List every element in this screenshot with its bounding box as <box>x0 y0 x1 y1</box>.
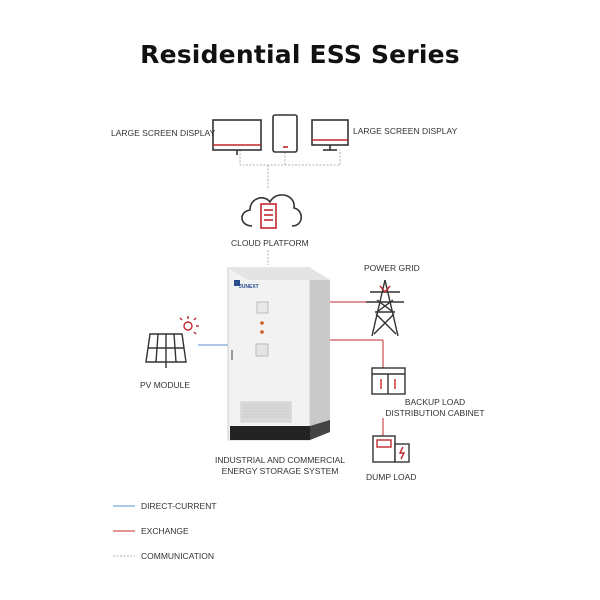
pv-module-label: PV MODULE <box>140 380 191 390</box>
desktop-icon <box>311 119 349 151</box>
ess-label-line1: INDUSTRIAL AND COMMERCIAL <box>214 455 346 465</box>
solar-panel-icon <box>145 316 199 368</box>
backup-label-line1: BACKUP LOAD <box>404 397 466 407</box>
legend-exchange-label: EXCHANGE <box>141 526 189 536</box>
ess-label-line2: ENERGY STORAGE SYSTEM <box>221 466 339 476</box>
brand-logo-text: JUNEXT <box>239 284 259 290</box>
power-tower-icon <box>366 279 404 337</box>
ess-cabinet-icon <box>227 267 330 441</box>
left-display-label: LARGE SCREEN DISPLAY <box>111 128 216 138</box>
legend-dc-label: DIRECT-CURRENT <box>141 501 217 511</box>
dump-load-label: DUMP LOAD <box>366 472 417 482</box>
cloud-server-icon <box>241 194 303 229</box>
tablet-icon <box>272 114 298 153</box>
backup-label-line2: DISTRIBUTION CABINET <box>385 408 485 418</box>
distribution-cabinet-icon <box>371 367 406 395</box>
monitor-icon <box>212 119 262 155</box>
power-grid-label: POWER GRID <box>364 263 420 273</box>
backup-load-label: BACKUP LOAD DISTRIBUTION CABINET <box>380 397 490 419</box>
communication-lines <box>239 150 341 265</box>
legend-communication-label: COMMUNICATION <box>141 551 215 561</box>
exchange-lines <box>330 301 384 436</box>
cloud-platform-label: CLOUD PLATFORM <box>231 238 309 248</box>
right-display-label: LARGE SCREEN DISPLAY <box>353 126 458 136</box>
ess-label: INDUSTRIAL AND COMMERCIAL ENERGY STORAGE… <box>200 455 360 477</box>
page-title: Residential ESS Series <box>140 40 460 69</box>
dump-load-icon <box>372 435 410 463</box>
